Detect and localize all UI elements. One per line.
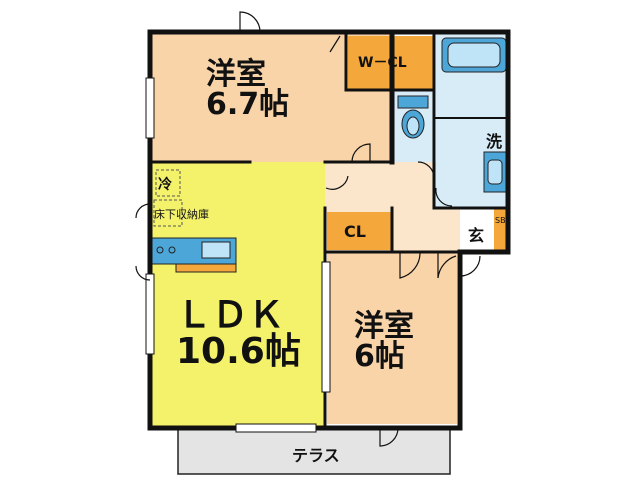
closet-label: CL	[344, 222, 366, 241]
western-room-1-size: 6.7帖	[206, 87, 290, 122]
kitchen-cabinet	[175, 263, 237, 273]
refrigerator-space	[155, 169, 181, 197]
entrance-label: 玄	[468, 226, 485, 245]
washbasin-bowl	[487, 159, 503, 185]
walk-in-closet-label: W－CL	[358, 55, 407, 71]
windows	[145, 77, 331, 433]
stove-burner-icon	[168, 246, 176, 254]
ldk-floor	[150, 162, 325, 428]
western-room-2-size: 6帖	[354, 339, 405, 374]
western-room-1-label: 洋室 6.7帖	[206, 60, 289, 120]
terrace-label: テラス	[292, 446, 340, 465]
ldk-size: 10.6帖	[176, 331, 301, 372]
ldk-label: ＬＤＫ 10.6帖	[176, 298, 301, 370]
ldk-name: ＬＤＫ	[176, 295, 285, 336]
stove-burner-icon	[156, 246, 164, 254]
washroom-label: 洗	[486, 132, 503, 151]
refrigerator-label: 冷	[158, 177, 172, 193]
toilet-tank	[397, 95, 429, 109]
underfloor-storage-label: 床下収納庫	[154, 208, 209, 221]
western-room-2-floor	[327, 252, 457, 424]
western-room-1-name: 洋室	[206, 57, 266, 92]
shoe-box	[494, 208, 508, 252]
bathtub-inner	[447, 42, 501, 68]
western-room-2-name: 洋室	[354, 309, 414, 344]
entrance-floor	[460, 208, 494, 252]
shoe-box-label: SB	[495, 216, 506, 225]
terrace	[177, 427, 451, 475]
door-swings	[135, 11, 481, 447]
kitchen-sink	[201, 241, 231, 259]
closet-floor	[327, 212, 391, 250]
western-room-2-label: 洋室 6帖	[354, 312, 414, 372]
underfloor-storage-space	[153, 199, 183, 227]
toilet-seat	[406, 116, 420, 136]
